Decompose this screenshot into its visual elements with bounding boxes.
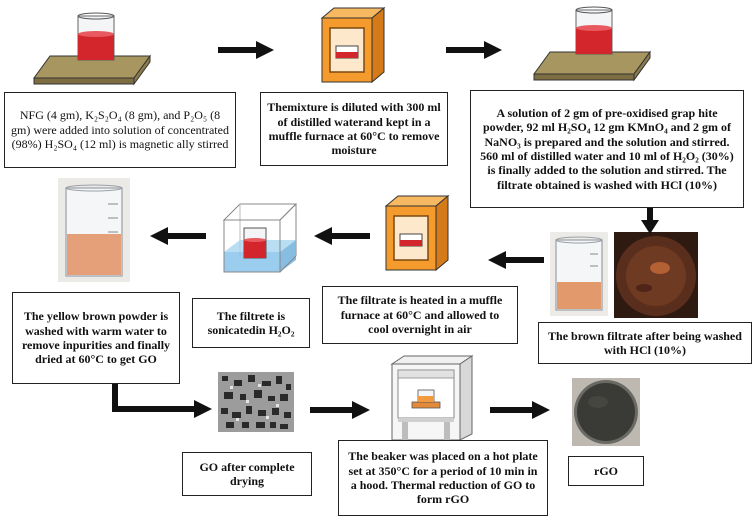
step-7-box: The yellow brown powder is washed with w… (12, 292, 180, 384)
step-3-text: A solution of 2 gm of pre-oxidised grap … (480, 105, 734, 192)
step-5-box: The filtrate is heated in a muffle furna… (322, 286, 518, 344)
step-4-text: The brown filtrate after being washed wi… (548, 328, 742, 357)
step-1-text: NFG (4 gm), K₂S₂O₄ (8 gm), and P₂O₅ (8 g… (11, 108, 229, 152)
beaker-on-hotplate-icon (533, 6, 651, 82)
step-6-box: The filtrete is sonicatedin H₂O₂ (192, 298, 310, 348)
step-8-box: GO after complete drying (182, 452, 312, 496)
step-10-text: rGO (594, 463, 618, 478)
step-10-box: rGO (568, 456, 644, 486)
arrow-left-icon (488, 251, 544, 269)
arrow-down-icon (641, 208, 659, 234)
arrow-left-icon (150, 227, 206, 245)
step-9-text: The beaker was placed on a hot plate set… (348, 449, 538, 507)
step-1-box: NFG (4 gm), K₂S₂O₄ (8 gm), and P₂O₅ (8 g… (4, 92, 236, 168)
arrow-right-icon (446, 41, 502, 59)
go-powder-photo-icon (218, 372, 294, 432)
arrow-right-icon (310, 401, 370, 419)
step-3-box: A solution of 2 gm of pre-oxidised grap … (470, 90, 744, 208)
step-9-box: The beaker was placed on a hot plate set… (338, 440, 548, 516)
beaker-on-hotplate-icon (33, 12, 151, 86)
step-6-text: The filtrete is sonicatedin H₂O₂ (207, 308, 295, 337)
muffle-furnace-icon (320, 6, 386, 84)
step-4-box: The brown filtrate after being washed wi… (538, 322, 752, 364)
fume-hood-icon (390, 355, 474, 441)
beaker-orange-filtrate-icon (550, 232, 608, 316)
arrow-right-icon (490, 401, 550, 419)
rgo-photo-icon (572, 378, 640, 446)
step-2-box: Themixture is diluted with 300 ml of dis… (260, 92, 448, 166)
arrow-elbow-icon (112, 384, 212, 418)
arrow-left-icon (314, 227, 370, 245)
beaker-yellow-brown-icon (58, 178, 130, 282)
brown-filtrate-photo-icon (614, 232, 698, 318)
step-5-text: The filtrate is heated in a muffle furna… (337, 293, 503, 337)
arrow-right-icon (218, 41, 274, 59)
step-8-text: GO after complete drying (199, 459, 295, 488)
muffle-furnace-icon (384, 194, 450, 272)
step-7-text: The yellow brown powder is washed with w… (21, 309, 171, 367)
step-2-text: Themixture is diluted with 300 ml of dis… (267, 100, 441, 158)
sonication-bath-icon (222, 203, 298, 273)
